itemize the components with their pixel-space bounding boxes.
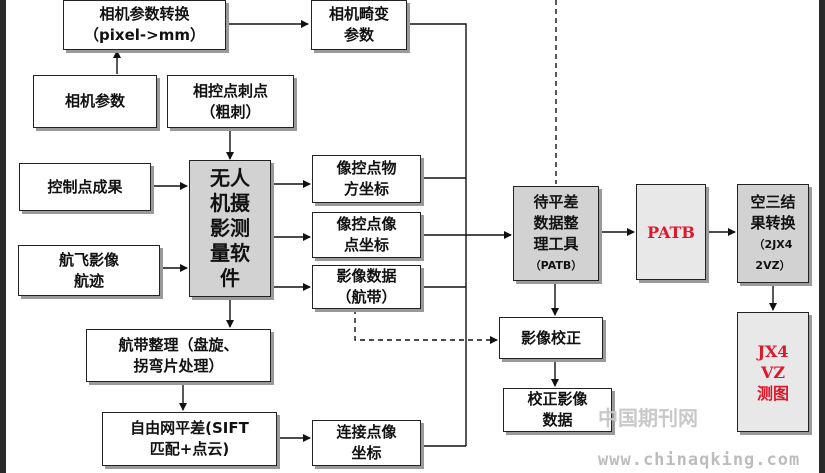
camera-distortion-box: 相机畸变 参数 — [311, 0, 407, 50]
node-line: 影像校正 — [520, 328, 581, 347]
strip-sort-box: 航带整理（盘旋、 拐弯片处理） — [86, 329, 271, 382]
watermark-cn: 中国期刊网 — [598, 406, 698, 430]
flight-track-box: 航飞影像 航迹 — [18, 245, 160, 296]
node-line: JX4 — [757, 341, 789, 361]
node-line: 相机参数转换 — [99, 5, 190, 23]
image-data-box: 影像数据 （航带） — [312, 265, 421, 309]
watermark-url: www.chinaqking.com — [598, 450, 801, 470]
node-line: （PATB） — [529, 258, 583, 272]
node-line: 控制点成果 — [47, 177, 123, 196]
tie-point-coords-box: 连接点像 坐标 — [312, 420, 421, 466]
node-line: 像控点像 — [336, 215, 397, 233]
control-point-prick-box: 相控点刺点 （粗刺） — [167, 75, 294, 128]
node-line: 校正影像 — [527, 390, 588, 408]
camera-param-convert-box: 相机参数转换 （pixel->mm） — [63, 0, 226, 50]
edge-dashed-data-to-correct — [354, 309, 498, 344]
node-line: 待平差 — [533, 192, 579, 211]
image-point-coords-box: 像控点像 点坐标 — [312, 212, 421, 258]
node-line: 相控点刺点 — [192, 81, 268, 100]
node-line: （航带） — [336, 288, 397, 306]
free-network-adjust-box: 自由网平差(SIFT 匹配+点云) — [102, 412, 277, 466]
node-line: 航飞影像 — [58, 250, 119, 269]
node-line: 连接点像 — [336, 423, 397, 441]
node-line: 影像数据 — [336, 267, 397, 285]
node-line: 点坐标 — [343, 236, 389, 254]
node-line: 测图 — [756, 383, 789, 403]
jx4vz-mapping-box: JX4 VZ 测图 — [737, 312, 809, 432]
node-line: 量软 — [210, 241, 250, 265]
node-line: 数据 — [542, 411, 573, 429]
aat-result-convert-box: 空三结 果转换 （2JX4 2VZ） — [737, 184, 809, 283]
node-line: 像控点物 — [336, 159, 397, 177]
node-line: 数据整 — [533, 213, 579, 232]
node-line: 航带整理（盘旋、 — [118, 335, 239, 354]
image-correction-box: 影像校正 — [499, 317, 603, 359]
node-line: 影测 — [210, 216, 250, 240]
node-line: 相机参数 — [64, 92, 125, 110]
corrected-image-data-box: 校正影像 数据 — [503, 388, 612, 432]
node-line: 理工具 — [533, 234, 579, 253]
node-line: 件 — [220, 266, 240, 290]
node-line: 航迹 — [73, 271, 104, 290]
node-line: 机摄 — [210, 191, 250, 215]
uav-photogrammetry-software-box: 无人 机摄 影测 量软 件 — [189, 160, 271, 297]
node-line: PATB — [647, 222, 695, 242]
node-line: （2JX4 — [753, 237, 793, 251]
control-results-box: 控制点成果 — [19, 163, 151, 211]
node-line: 2VZ） — [755, 258, 791, 272]
node-line: 空三结 — [750, 192, 796, 211]
node-line: 自由网平差(SIFT — [130, 419, 249, 437]
node-line: 坐标 — [351, 444, 382, 462]
node-line: 拐弯片处理） — [133, 356, 224, 375]
object-space-coords-box: 像控点物 方坐标 — [312, 155, 421, 203]
node-line: 果转换 — [750, 213, 796, 232]
node-line: VZ — [760, 362, 786, 382]
edge-collector-upper — [409, 23, 467, 446]
camera-params-box: 相机参数 — [33, 75, 157, 128]
patb-box: PATB — [636, 184, 706, 280]
node-line: 相机畸变 — [328, 5, 389, 23]
pre-adjust-tool-box: 待平差 数据整 理工具 （PATB） — [513, 186, 599, 281]
node-line: （粗刺） — [200, 102, 261, 121]
node-line: 匹配+点云) — [149, 440, 230, 458]
node-line: 方坐标 — [343, 180, 389, 198]
node-line: （pixel->mm） — [84, 26, 205, 44]
node-line: 无人 — [210, 166, 250, 190]
node-line: 参数 — [343, 26, 374, 44]
